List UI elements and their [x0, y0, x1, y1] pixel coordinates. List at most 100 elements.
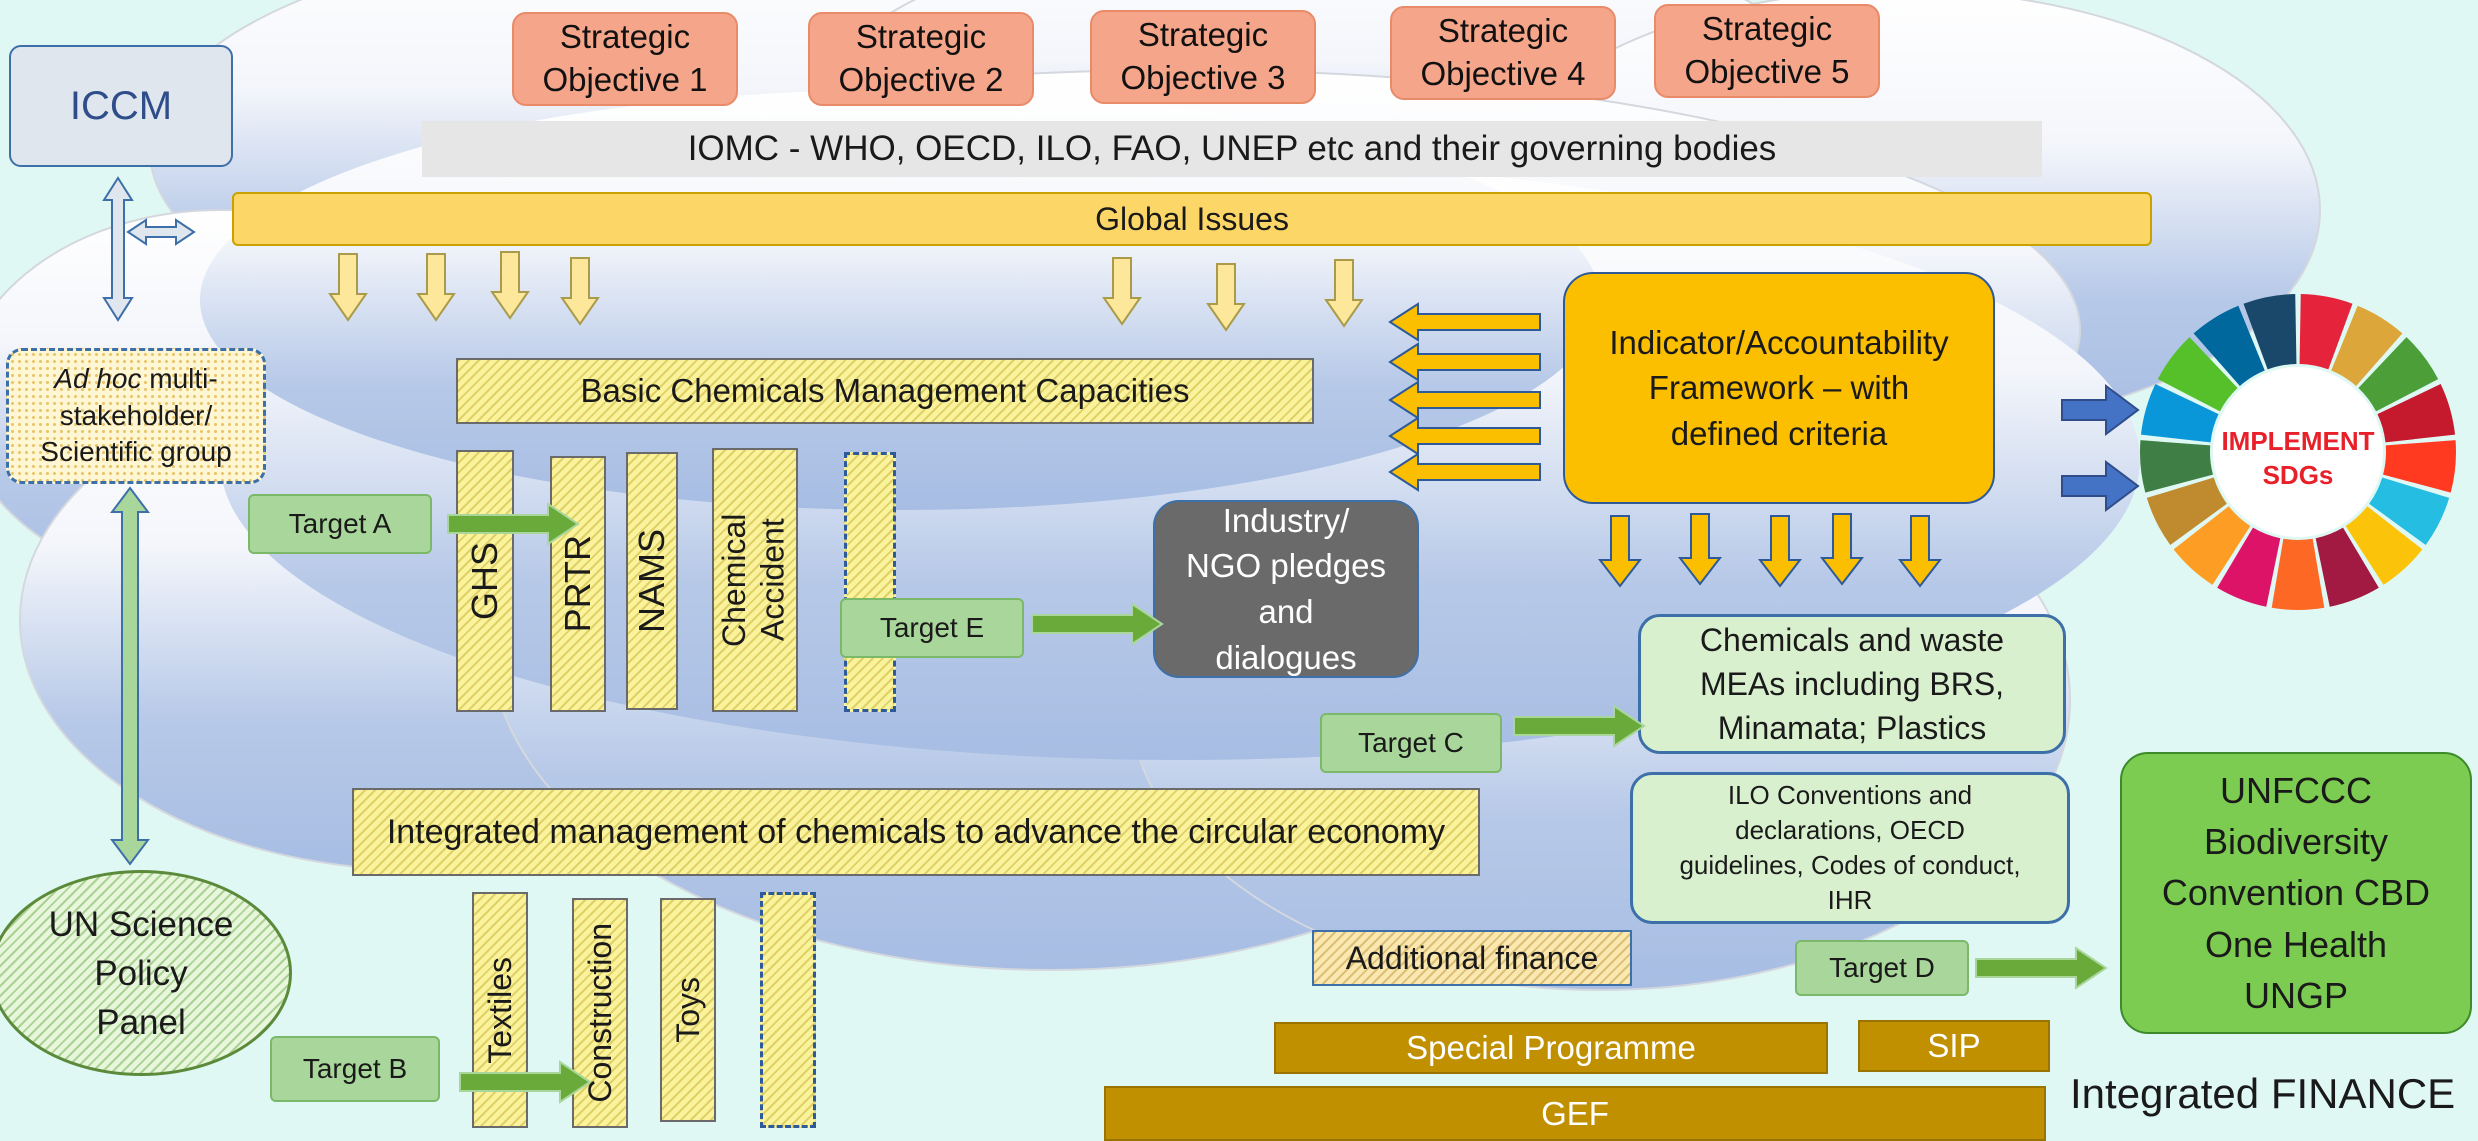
target-d-label: Target D [1829, 952, 1935, 983]
target-a-label: Target A [288, 508, 392, 539]
sdg-segment [2140, 384, 2219, 443]
strategic-objective-3: Strategic Objective 3 [1090, 10, 1316, 104]
target-e: Target E [840, 598, 1024, 658]
sdg-segment [2243, 294, 2297, 370]
sdg-wheel-icon: IMPLEMENT SDGs [2140, 294, 2456, 610]
objective-line2: Objective 5 [1684, 53, 1850, 90]
objective-line1: Strategic [855, 18, 987, 56]
strategic-objective-1: Strategic Objective 1 [512, 12, 738, 106]
unfccc-box: UNFCCC Biodiversity Convention CBD One H… [2120, 752, 2472, 1034]
meas-box: Chemicals and waste MEAs including BRS, … [1638, 614, 2066, 754]
sdg-segment [2217, 527, 2281, 607]
integrated-management-bar: Integrated management of chemicals to ad… [352, 788, 1480, 876]
column-ghs: GHS [456, 450, 514, 712]
sdg-segment [2146, 477, 2227, 545]
column-label: Textiles [481, 956, 518, 1064]
iccm-label: ICCM [69, 83, 173, 128]
gef-label: GEF [1541, 1094, 1609, 1132]
strategic-objective-5: Strategic Objective 5 [1654, 4, 1880, 98]
ilo-line1: ILO Conventions and [1727, 779, 1973, 810]
special-programme-bar: Special Programme [1274, 1022, 1828, 1074]
ilo-line4: IHR [1827, 885, 1873, 916]
unfccc-line3: Convention CBD [2161, 872, 2431, 914]
sip-label: SIP [1927, 1027, 1981, 1064]
sdg-segment [2193, 305, 2265, 386]
objective-line1: Strategic [1137, 16, 1269, 54]
global-issues-label: Global Issues [1095, 200, 1289, 237]
additional-finance: Additional finance [1312, 930, 1632, 986]
indicator-line3: defined criteria [1670, 414, 1888, 452]
column-construction: Construction [572, 898, 628, 1128]
column-label: NAMS [631, 528, 673, 633]
target-a: Target A [248, 494, 432, 554]
sdg-segment [2369, 477, 2450, 545]
ilo-line2: declarations, OECD [1735, 814, 1965, 845]
unfccc-line2: Biodiversity [2203, 821, 2389, 863]
indicator-framework-box: Indicator/Accountability Framework – wit… [1563, 272, 1995, 504]
target-b-label: Target B [302, 1053, 408, 1084]
meas-line3: Minamata; Plastics [1717, 710, 1987, 747]
objective-line1: Strategic [1437, 12, 1569, 50]
panel-line3: Panel [96, 1002, 186, 1042]
column-label: Construction [581, 923, 618, 1103]
strategic-objective-4: Strategic Objective 4 [1390, 6, 1616, 100]
target-c: Target C [1320, 713, 1502, 773]
unfccc-line4: One Health [2204, 923, 2388, 965]
target-d: Target D [1795, 940, 1969, 996]
iomc-banner: IOMC - WHO, OECD, ILO, FAO, UNEP etc and… [422, 121, 2042, 177]
unfccc-line5: UNGP [2243, 974, 2348, 1016]
un-science-policy-panel: UN Science Policy Panel [0, 870, 292, 1076]
gef-bar: GEF [1104, 1086, 2046, 1141]
column-placeholder-1 [844, 452, 896, 712]
column-label: Chemical Accident [716, 513, 791, 647]
adhoc-label: Ad hoc multi-stakeholder/ Scientific gro… [40, 363, 232, 468]
target-c-label: Target C [1358, 727, 1464, 758]
sdg-segment [2157, 337, 2238, 412]
sdg-segment [2173, 506, 2251, 585]
sdg-segment [2345, 506, 2423, 585]
strategic-objective-2: Strategic Objective 2 [808, 12, 1034, 106]
global-issues-bar: Global Issues [232, 192, 2152, 246]
sdg-segment [2140, 440, 2213, 493]
column-label: Toys [669, 977, 706, 1043]
objective-line2: Objective 1 [542, 61, 708, 98]
sdg-segment [2383, 440, 2456, 493]
industry-line3: and [1258, 593, 1314, 630]
iomc-label: IOMC - WHO, OECD, ILO, FAO, UNEP etc and… [687, 129, 1777, 168]
target-e-label: Target E [879, 612, 985, 643]
adhoc-group: Ad hoc multi-stakeholder/ Scientific gro… [6, 348, 266, 484]
sdg-line1: IMPLEMENT [2221, 426, 2374, 456]
objective-line2: Objective 2 [838, 61, 1004, 98]
objective-line1: Strategic [559, 18, 691, 56]
sdg-segment [2315, 527, 2379, 607]
indicator-line1: Indicator/Accountability [1609, 323, 1949, 361]
sdg-segment [2377, 384, 2456, 443]
iccm-box: ICCM [9, 45, 233, 167]
objective-line2: Objective 4 [1420, 55, 1586, 92]
meas-line2: MEAs including BRS, [1699, 665, 2005, 702]
sdg-segment [2299, 294, 2353, 370]
sdg-segment [2331, 305, 2403, 386]
column-label: GHS [464, 541, 506, 620]
target-b: Target B [270, 1036, 440, 1102]
column-toys: Toys [660, 898, 716, 1122]
sip-bar: SIP [1858, 1020, 2050, 1072]
basic-capacities-bar: Basic Chemicals Management Capacities [456, 358, 1314, 424]
sdg-segment [2358, 337, 2439, 412]
column-chemical-accident: Chemical Accident [712, 448, 798, 712]
column-label: PRTR [557, 535, 599, 633]
column-textiles: Textiles [472, 892, 528, 1128]
sdg-segment [2271, 538, 2325, 610]
integrated-management-label: Integrated management of chemicals to ad… [386, 812, 1446, 851]
sdg-line2: SDGs [2263, 460, 2334, 490]
industry-line4: dialogues [1215, 638, 1357, 676]
industry-ngo-box: Industry/ NGO pledges and dialogues [1153, 500, 1419, 678]
panel-line1: UN Science [48, 904, 234, 944]
ilo-line3: guidelines, Codes of conduct, [1679, 850, 2021, 880]
meas-line1: Chemicals and waste [1699, 621, 2005, 658]
additional-finance-label: Additional finance [1345, 939, 1599, 976]
objective-line1: Strategic [1701, 10, 1833, 48]
integrated-finance-label: Integrated FINANCE [2070, 1070, 2456, 1117]
indicator-line2: Framework – with [1648, 369, 1910, 407]
objective-line2: Objective 3 [1120, 59, 1286, 96]
